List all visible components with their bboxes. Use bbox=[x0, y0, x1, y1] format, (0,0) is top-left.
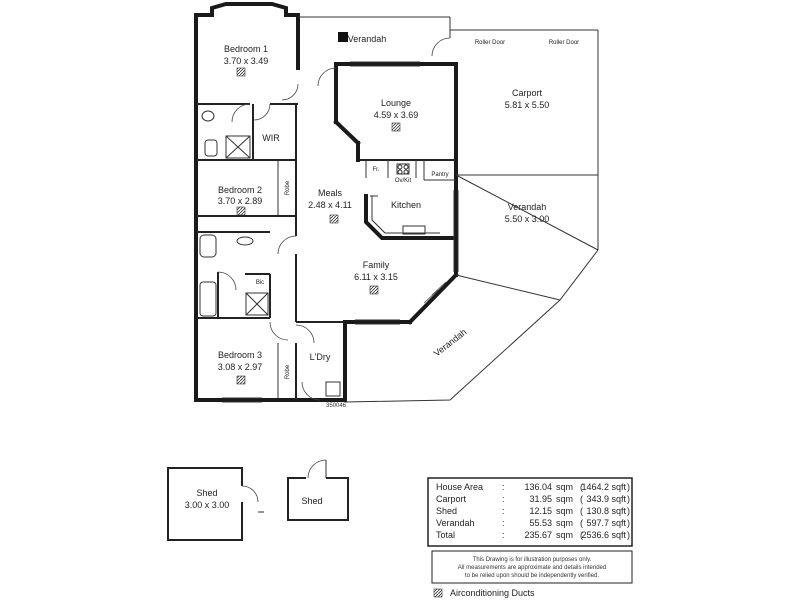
pantry-label: Pantry bbox=[431, 172, 448, 178]
area-row-colon: : bbox=[502, 530, 505, 540]
shed-large-dims: 3.00 x 3.00 bbox=[185, 500, 230, 510]
verandah-right-dims: 5.50 x 3.00 bbox=[505, 214, 550, 224]
vent-marker bbox=[338, 32, 348, 42]
area-row-paren-open: ( bbox=[580, 530, 583, 540]
area-row-colon: : bbox=[502, 494, 505, 504]
area-row-sqm: 235.67 bbox=[524, 530, 552, 540]
verandah-right-name: Verandah bbox=[508, 202, 547, 212]
meals-name: Meals bbox=[318, 188, 343, 198]
windows bbox=[222, 61, 459, 403]
area-row-label: Total bbox=[436, 530, 455, 540]
area-row-label: Carport bbox=[436, 494, 467, 504]
outdoor-areas bbox=[338, 29, 599, 403]
disclaimer-line-1: This Drawing is for illustration purpose… bbox=[473, 557, 592, 563]
bedroom2-dims: 3.70 x 2.89 bbox=[218, 196, 263, 206]
lounge-name: Lounge bbox=[381, 98, 411, 108]
fridge-label: Fr. bbox=[373, 167, 380, 173]
area-table: House Area: 136.04 sqm (1464.2 sqft) Carport… bbox=[427, 477, 633, 584]
bedroom3-name: Bedroom 3 bbox=[218, 350, 262, 360]
area-row-sqft: 343.9 sqft bbox=[586, 494, 626, 504]
area-row-label: Verandah bbox=[436, 518, 475, 528]
interior-walls bbox=[196, 103, 458, 400]
bic-label: Bic bbox=[256, 280, 264, 286]
area-row-colon: : bbox=[502, 518, 505, 528]
family-dims: 6.11 x 3.15 bbox=[354, 272, 398, 282]
area-row-unit: sqm bbox=[556, 518, 573, 528]
area-row-unit: sqm bbox=[556, 506, 573, 516]
carport-name: Carport bbox=[512, 88, 543, 98]
area-row-sqm: 55.53 bbox=[529, 518, 552, 528]
area-row-unit: sqm bbox=[556, 482, 573, 492]
area-row-sqft: 1464.2 sqft bbox=[581, 482, 626, 492]
area-row-paren-open: ( bbox=[580, 506, 583, 516]
area-row-sqm: 12.15 bbox=[529, 506, 552, 516]
area-row-paren-close: ) bbox=[627, 482, 630, 492]
shed-large-name: Shed bbox=[196, 488, 217, 498]
area-row-sqm: 136.04 bbox=[524, 482, 552, 492]
robe-label-1: Robe bbox=[285, 180, 291, 195]
area-row-paren-open: ( bbox=[580, 482, 583, 492]
duct-legend-icon bbox=[433, 588, 443, 598]
legend-label: Airconditioning Ducts bbox=[450, 588, 535, 598]
door-swings bbox=[217, 37, 451, 401]
stamp-label: 350046 bbox=[326, 403, 347, 409]
wir-label: WIR bbox=[262, 133, 280, 143]
laundry-name: L'Dry bbox=[310, 352, 331, 362]
area-row-sqm: 31.95 bbox=[529, 494, 552, 504]
roller-door-1: Roller Door bbox=[475, 40, 505, 46]
lounge-dims: 4.59 x 3.69 bbox=[374, 110, 419, 120]
bedroom1-name: Bedroom 1 bbox=[224, 44, 268, 54]
bedroom1-dims: 3.70 x 3.49 bbox=[224, 56, 269, 66]
meals-dims: 2.48 x 4.11 bbox=[308, 200, 352, 210]
verandah-top-name: Verandah bbox=[348, 34, 387, 44]
area-row-sqft: 130.8 sqft bbox=[586, 506, 626, 516]
area-row-paren-open: ( bbox=[580, 494, 583, 504]
disclaimer-line-3: to be relied upon should be independentl… bbox=[465, 573, 599, 579]
area-row-unit: sqm bbox=[556, 530, 573, 540]
area-row-sqft: 597.7 sqft bbox=[586, 518, 626, 528]
area-row-paren-close: ) bbox=[627, 518, 630, 528]
area-row-label: House Area bbox=[436, 482, 483, 492]
carport-dims: 5.81 x 5.50 bbox=[505, 100, 550, 110]
sheds: Shed 3.00 x 3.00 Shed bbox=[167, 459, 349, 541]
area-row-paren-close: ) bbox=[627, 506, 630, 516]
oven-kit-label: Ov/Kit bbox=[395, 178, 412, 184]
robe-label-2: Robe bbox=[285, 364, 291, 379]
family-name: Family bbox=[363, 260, 390, 270]
room-labels: Bedroom 1 3.70 x 3.49 WIR Bedroom 2 3.70… bbox=[218, 34, 579, 409]
legend: Airconditioning Ducts bbox=[433, 588, 535, 598]
area-row-paren-close: ) bbox=[627, 530, 630, 540]
disclaimer-line-2: All measurements are approximate and det… bbox=[458, 565, 606, 571]
house-walls bbox=[194, 2, 459, 402]
area-row-sqft: 2536.6 sqft bbox=[581, 530, 626, 540]
area-row-unit: sqm bbox=[556, 494, 573, 504]
shed-small-name: Shed bbox=[301, 496, 322, 506]
roller-door-2: Roller Door bbox=[549, 40, 579, 46]
area-row-paren-open: ( bbox=[580, 518, 583, 528]
bedroom3-dims: 3.08 x 2.97 bbox=[218, 362, 263, 372]
area-row-label: Shed bbox=[436, 506, 457, 516]
kitchen-name: Kitchen bbox=[391, 200, 421, 210]
area-row-colon: : bbox=[502, 482, 505, 492]
verandah-bottom-name: Verandah bbox=[432, 327, 469, 359]
area-row-paren-close: ) bbox=[627, 494, 630, 504]
aircon-ducts bbox=[236, 67, 401, 385]
area-row-colon: : bbox=[502, 506, 505, 516]
bedroom2-name: Bedroom 2 bbox=[218, 185, 262, 195]
